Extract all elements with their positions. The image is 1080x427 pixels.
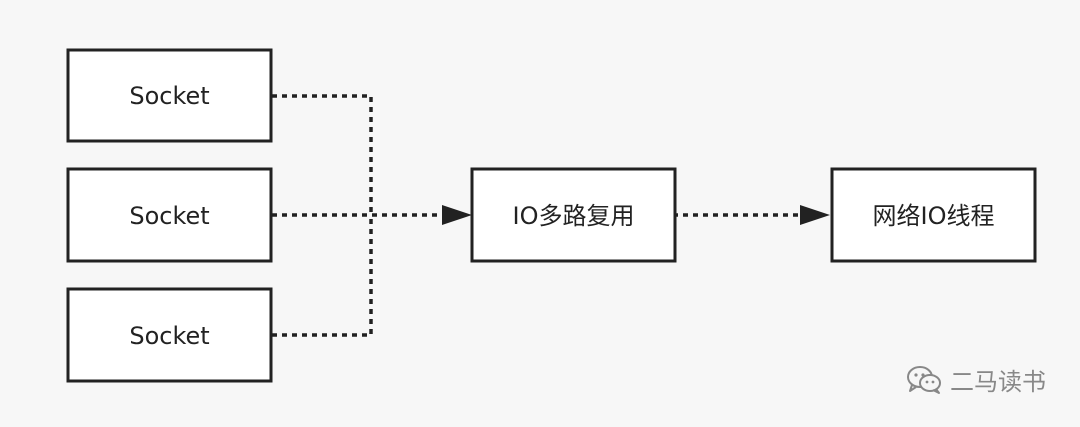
node-multiplexer: IO多路复用 [470,167,677,263]
node-network-thread: 网络IO线程 [830,167,1037,263]
node-socket-1-label: Socket [129,82,209,110]
node-socket-2-label: Socket [129,202,209,230]
node-socket-2: Socket [66,167,273,263]
node-socket-1: Socket [66,48,273,143]
node-socket-3: Socket [66,287,273,383]
node-socket-3-label: Socket [129,322,209,350]
node-network-thread-label: 网络IO线程 [873,202,995,230]
arrowhead-multiplexer [442,205,472,225]
edge-socket-3-to-multiplexer [272,216,373,337]
connectors [272,94,830,337]
watermark-text: 二马读书 [950,368,1046,396]
watermark: 二马读书 [906,362,1046,397]
edge-socket-1-to-multiplexer [272,94,373,216]
arrowhead-network-thread [800,205,830,225]
wechat-icon [906,365,942,395]
node-multiplexer-label: IO多路复用 [513,202,635,230]
